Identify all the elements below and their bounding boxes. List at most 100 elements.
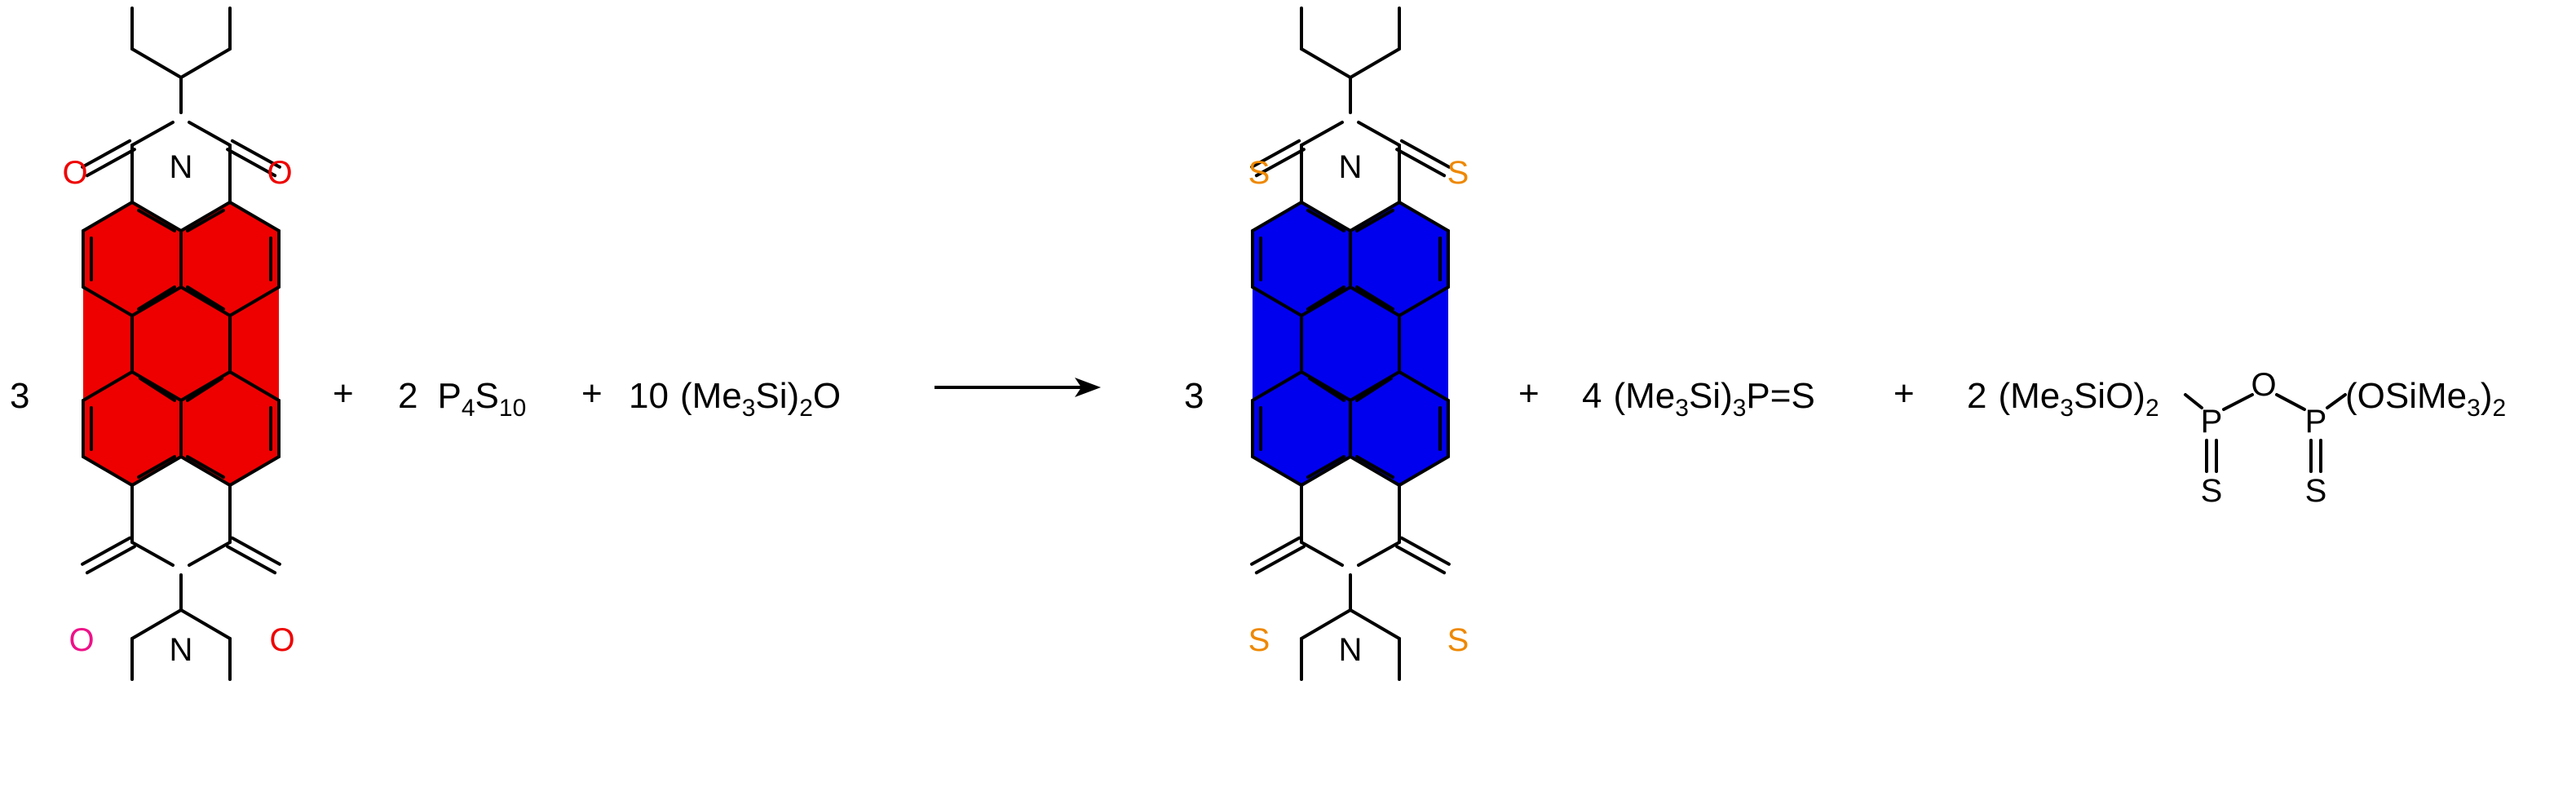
byproduct2-phosphorus-2: P (2305, 404, 2327, 440)
reactant-aromatic-ring-fill (132, 287, 230, 400)
reactant-bond (179, 47, 232, 79)
product-coefficient: 3 (1184, 376, 1204, 416)
reactant-bond (82, 455, 134, 487)
product-aromatic-ring-fill (1350, 202, 1448, 316)
product-carbonyl-double-bond (1254, 545, 1306, 575)
product-sulfur-top-left: S (1248, 155, 1270, 191)
product-aromatic-ring-fill (1301, 287, 1399, 400)
reactant-bond (179, 201, 232, 232)
reactant-bond (82, 201, 134, 232)
product-bay-fill-right (1399, 287, 1448, 400)
reactant-bond (130, 121, 175, 147)
reactant-oxygen-bottom-right: O (269, 622, 294, 658)
reactant-oxygen-top-left: O (62, 155, 87, 191)
product-bond (1349, 285, 1401, 317)
product-sulfur-bottom-left: S (1248, 622, 1270, 658)
reactant-aromatic-ring-fill (83, 202, 181, 316)
reactant-bond (228, 201, 281, 232)
reactant-carbonyl-double-bond (230, 139, 281, 169)
reactant-coefficient: 3 (10, 376, 29, 416)
product-bond (1251, 285, 1303, 317)
product-aromatic-double-bond (1355, 377, 1393, 402)
product-bond (1300, 285, 1352, 317)
reactant-bond (228, 285, 281, 317)
reactant-aromatic-ring-fill (181, 372, 279, 485)
product-carbonyl-double-bond (1250, 536, 1301, 566)
reactant-bond (82, 370, 134, 402)
product-bond (1349, 455, 1401, 487)
product-carbonyl-double-bond (1399, 536, 1451, 566)
reactant-nitrogen-top: N (170, 149, 193, 185)
reactant-aromatic-ring-fill (181, 202, 279, 316)
product-bond (1398, 455, 1450, 487)
product-aromatic-double-bond (1355, 455, 1394, 479)
reactant-bay-fill-left (83, 287, 132, 400)
reactant-labels: N N O O O O (62, 149, 294, 668)
product-labels: N N S S S S (1248, 149, 1469, 668)
product-bond (1300, 47, 1352, 79)
byproduct2-left-group: 2(Me3SiO)2 (1967, 376, 2159, 422)
reactant-bond (228, 455, 281, 487)
reactant-carbonyl-double-bond (81, 139, 132, 169)
reactant-carbonyl-double-bond (226, 545, 277, 575)
product-bond (1300, 541, 1344, 567)
product-bond (1251, 201, 1303, 232)
product-bond (1398, 370, 1450, 402)
reactant-bond (188, 541, 232, 567)
product-bond (1349, 608, 1401, 640)
product-carbonyl-double-bond (1250, 139, 1301, 169)
byproduct2-right-group: (OSiMe3)2 (2345, 376, 2506, 422)
product-carbonyl-double-bond (1399, 139, 1451, 169)
product-carbonyl-double-bond (1254, 148, 1306, 178)
product-aromatic-double-bond (1306, 455, 1345, 479)
product-bond (1398, 285, 1450, 317)
reactant-bond (179, 285, 232, 317)
reactant-bond (179, 455, 232, 487)
reactant-carbonyl-double-bond (230, 536, 281, 566)
reactant-carbonyl-double-bond (226, 148, 277, 178)
product-bond (1300, 370, 1352, 402)
plus-sign-4: + (1893, 374, 1915, 413)
product-sulfur-top-right: S (1447, 155, 1469, 191)
product-aromatic-ring-fill (1350, 372, 1448, 485)
product-perylene-thioimide: N N S S S S (1248, 7, 1469, 681)
product-aromatic-double-bond (1355, 209, 1394, 232)
byproduct2-phosphorus-1: P (2201, 404, 2223, 440)
product-bond (1357, 121, 1401, 147)
byproduct-tris-trimethylsilyl-phosphine-sulfide: 4(Me3Si)3P=S (1582, 376, 1815, 422)
reactant-bond (228, 370, 281, 402)
byproduct2-bridging-oxygen: O (2251, 367, 2276, 403)
reactant-nitrogen-bottom: N (170, 632, 193, 668)
byproduct2-sulfur-1: S (2201, 473, 2223, 509)
reactant-aromatic-double-bond (186, 377, 223, 402)
reagent-hexamethyldisiloxane: 10(Me3Si)2O (629, 376, 841, 422)
product-bond (1300, 608, 1352, 640)
plus-sign-1: + (333, 374, 354, 413)
product-bond (1349, 370, 1401, 402)
reactant-bond (82, 285, 134, 317)
product-carbonyl-double-bond (1395, 148, 1447, 178)
product-bay-fill-left (1253, 287, 1301, 400)
product-aromatic-ring-fill (1253, 202, 1350, 316)
product-bond (1349, 201, 1401, 232)
product-aromatic-double-bond (1308, 377, 1345, 402)
reactant-aromatic-double-bond (186, 209, 225, 232)
plus-sign-3: + (1518, 374, 1540, 413)
reactant-bond (130, 285, 183, 317)
product-core-fill (1253, 202, 1448, 485)
product-bond (1349, 47, 1401, 79)
product-nitrogen-bottom: N (1339, 632, 1363, 668)
reactant-bond (130, 47, 183, 79)
reactant-aromatic-double-bond (186, 285, 225, 311)
product-bond (1300, 455, 1352, 487)
reactant-aromatic-double-bond (186, 455, 225, 479)
product-nitrogen-top: N (1339, 149, 1363, 185)
reactant-carbonyl-double-bond (85, 545, 136, 575)
product-aromatic-double-bond (1306, 209, 1345, 232)
byproduct2-sulfur-2: S (2305, 473, 2327, 509)
reaction-arrow (935, 378, 1101, 397)
reactant-bond (130, 201, 183, 232)
